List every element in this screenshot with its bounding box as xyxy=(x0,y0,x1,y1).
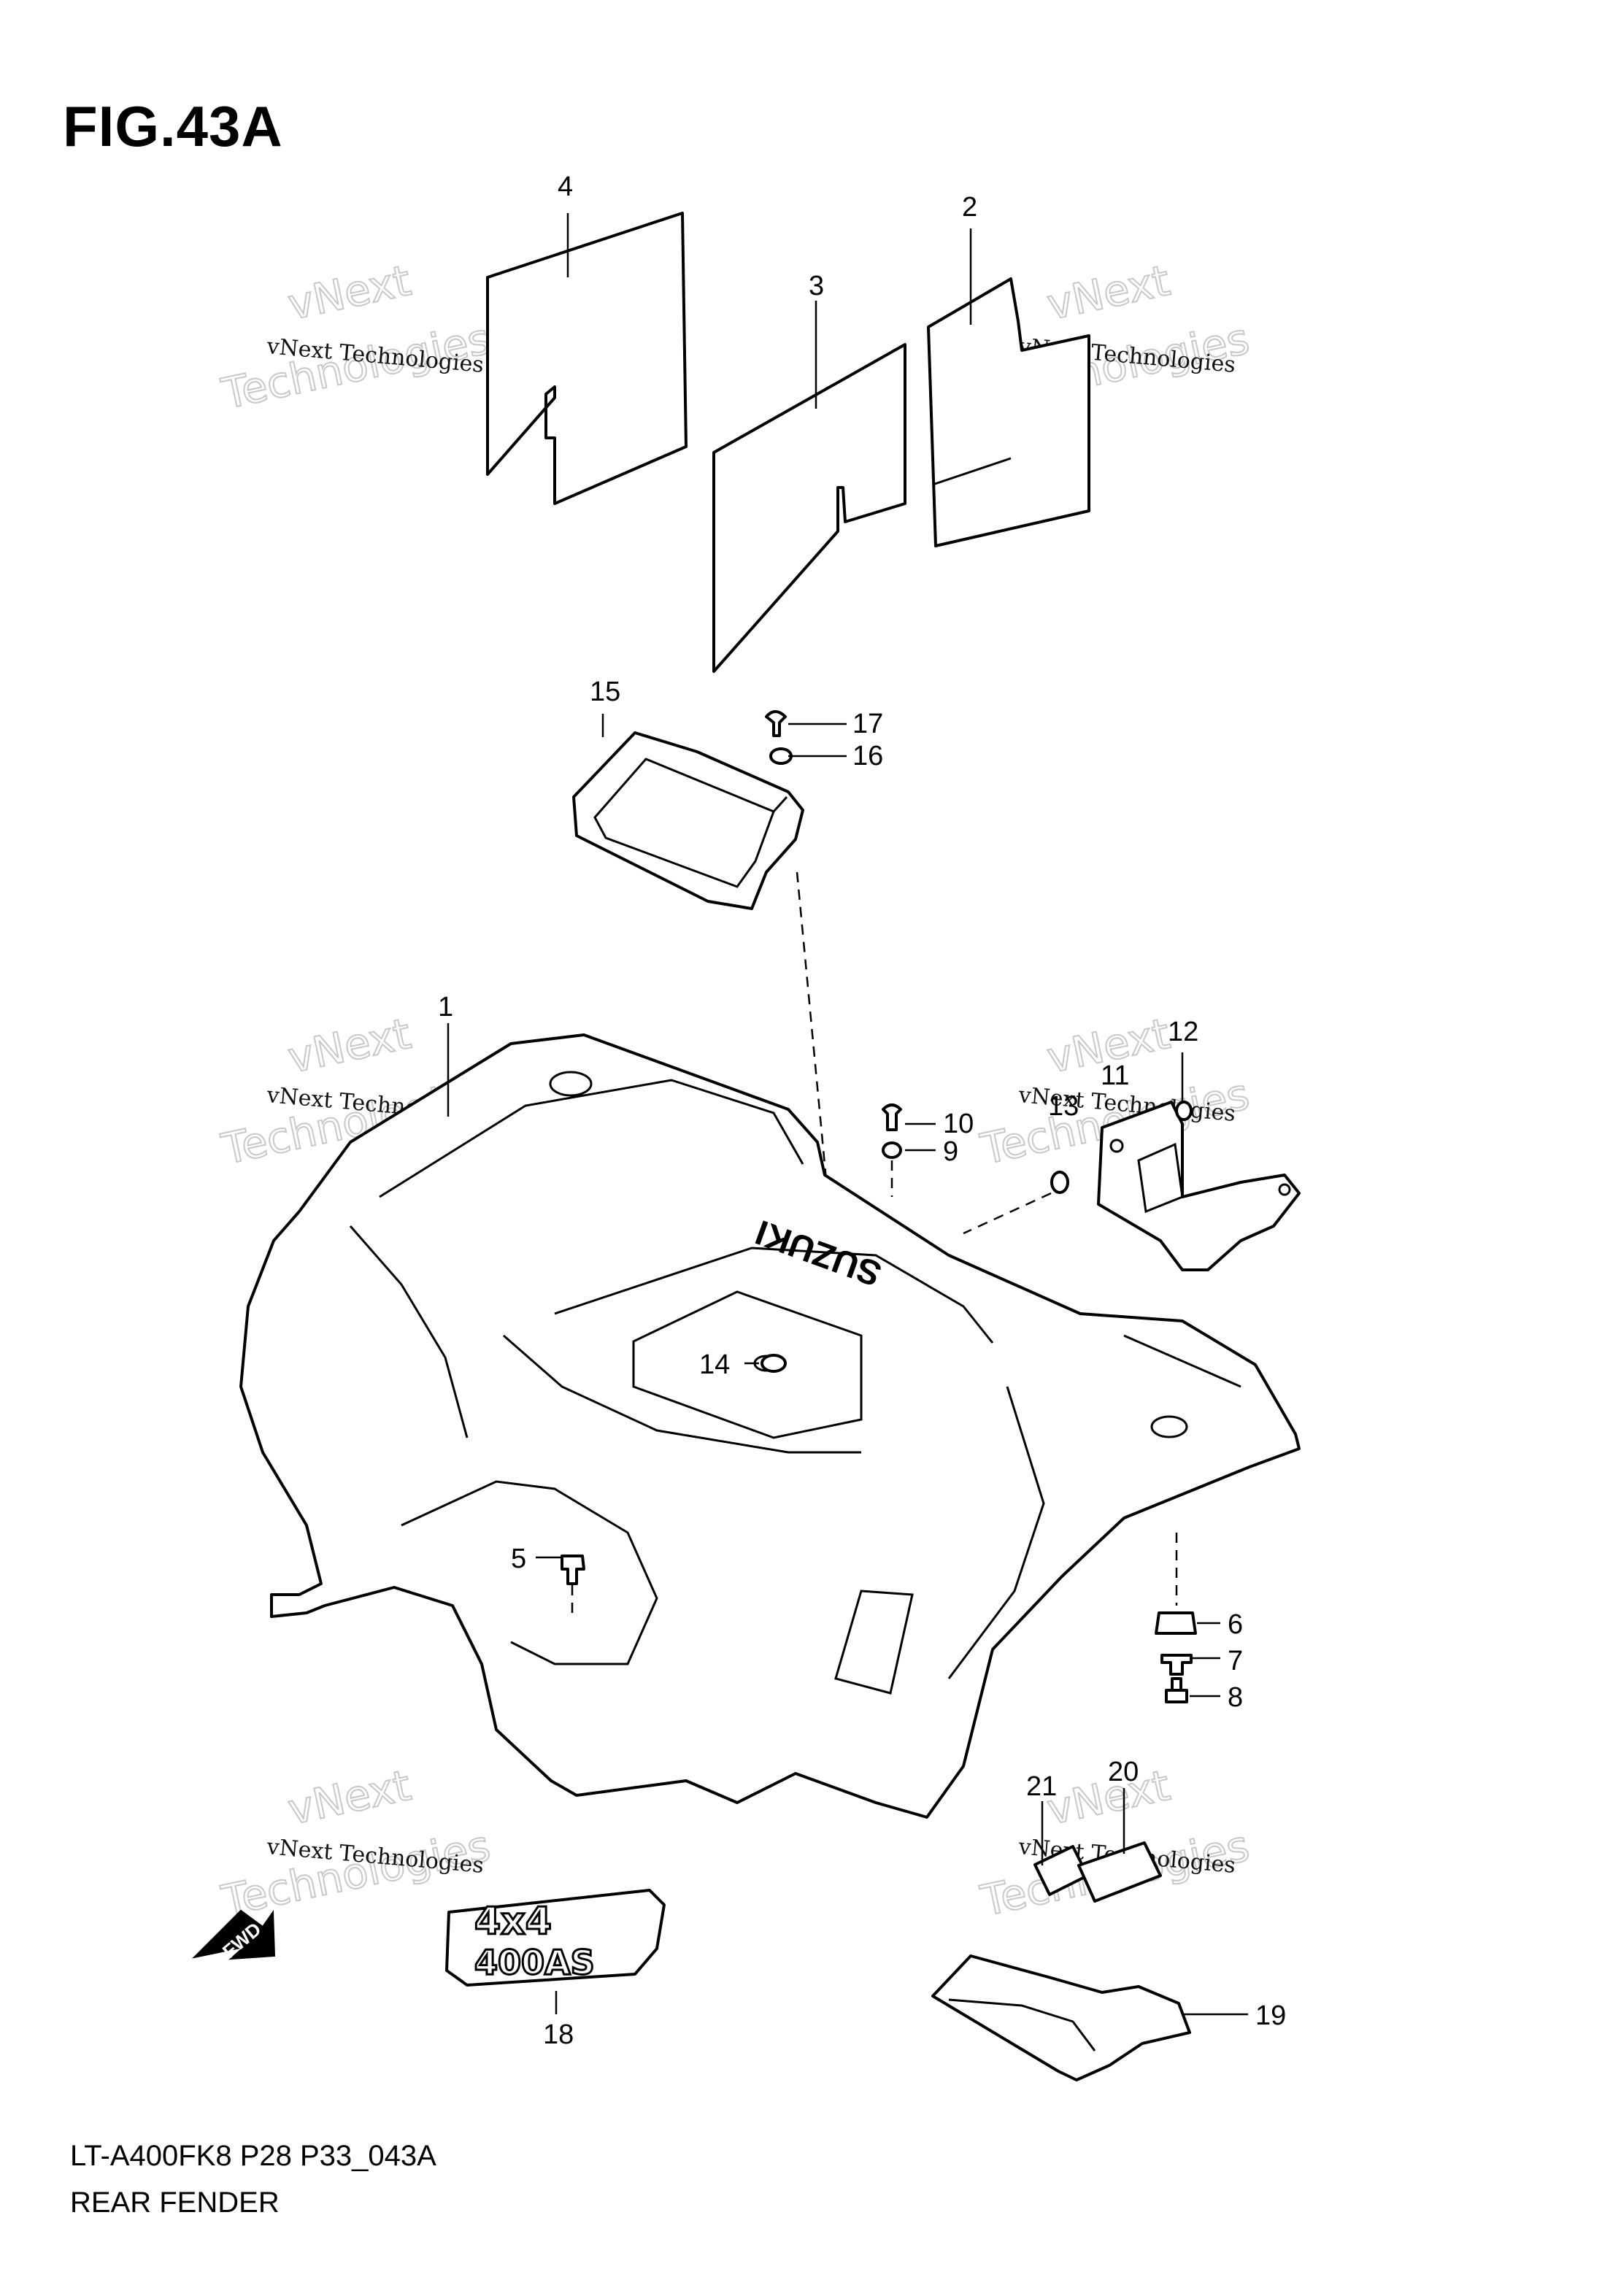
part-7-collar xyxy=(1160,1654,1193,1676)
part-17-screw xyxy=(765,710,787,737)
callout-9: 9 xyxy=(943,1136,958,1167)
part-18-emblem: 4x4 400AS xyxy=(445,1889,666,1987)
part-14-grommet xyxy=(761,1354,787,1373)
part-8-bolt xyxy=(1165,1677,1188,1703)
watermark-text-large: vNext xyxy=(284,1009,415,1083)
leader-lines xyxy=(447,213,1248,2016)
part-1-rear-fender: SUZUKI xyxy=(239,1033,1301,1819)
callout-7: 7 xyxy=(1228,1646,1243,1676)
callout-13: 13 xyxy=(1048,1091,1079,1122)
part-16-washer xyxy=(769,747,793,765)
part-2-mud-flap-right xyxy=(927,277,1090,547)
part-15-storage-box xyxy=(572,731,804,910)
section-name: REAR FENDER xyxy=(70,2187,280,2219)
callout-5: 5 xyxy=(511,1544,526,1574)
part-4-mud-flap-left xyxy=(486,212,688,505)
callout-19: 19 xyxy=(1255,2000,1286,2031)
callout-20: 20 xyxy=(1108,1757,1139,1787)
watermark-group-1: vNext Technologies vNext Technologies xyxy=(217,255,496,420)
callout-17: 17 xyxy=(852,709,883,739)
model-code: LT-A400FK8 P28 P33_043A xyxy=(70,2140,436,2172)
part-5-bolt xyxy=(561,1555,585,1585)
part-11-bracket xyxy=(1097,1101,1301,1271)
callout-14: 14 xyxy=(699,1349,730,1380)
assembly-line xyxy=(963,1192,1052,1235)
emblem-line-2: 400AS xyxy=(474,1943,595,1982)
figure-title: FIG.43A xyxy=(63,94,283,158)
callout-12: 12 xyxy=(1168,1017,1198,1047)
watermark-group-5: vNext Technologies vNext Technologies xyxy=(217,1760,496,1927)
part-13-nut xyxy=(1050,1171,1069,1194)
fwd-arrow-icon: FWD xyxy=(191,1909,276,1962)
part-9-washer xyxy=(882,1141,902,1159)
watermark-text-large: vNext xyxy=(284,255,415,330)
callout-15: 15 xyxy=(590,677,620,707)
callout-4: 4 xyxy=(558,172,573,202)
callout-18: 18 xyxy=(543,2019,574,2050)
callout-8: 8 xyxy=(1228,1682,1243,1713)
callout-21: 21 xyxy=(1026,1771,1057,1802)
part-10-screw xyxy=(882,1103,902,1131)
part-12-clip xyxy=(1175,1101,1193,1121)
part-19-cover xyxy=(931,1954,1191,2081)
part-3-mud-flap-center xyxy=(712,343,906,673)
callout-10: 10 xyxy=(943,1109,974,1139)
part-6-cushion xyxy=(1155,1611,1197,1635)
watermark-text-large: vNext xyxy=(284,1760,415,1835)
emblem-line-1: 4x4 xyxy=(474,1900,552,1943)
callout-3: 3 xyxy=(809,271,824,301)
callout-16: 16 xyxy=(852,741,883,771)
callout-11: 11 xyxy=(1101,1060,1129,1091)
callout-2: 2 xyxy=(962,192,977,223)
part-20-tube xyxy=(1077,1841,1162,1903)
callout-6: 6 xyxy=(1228,1609,1243,1640)
watermark-text-large: vNext xyxy=(1043,255,1174,330)
callout-1: 1 xyxy=(438,992,453,1022)
